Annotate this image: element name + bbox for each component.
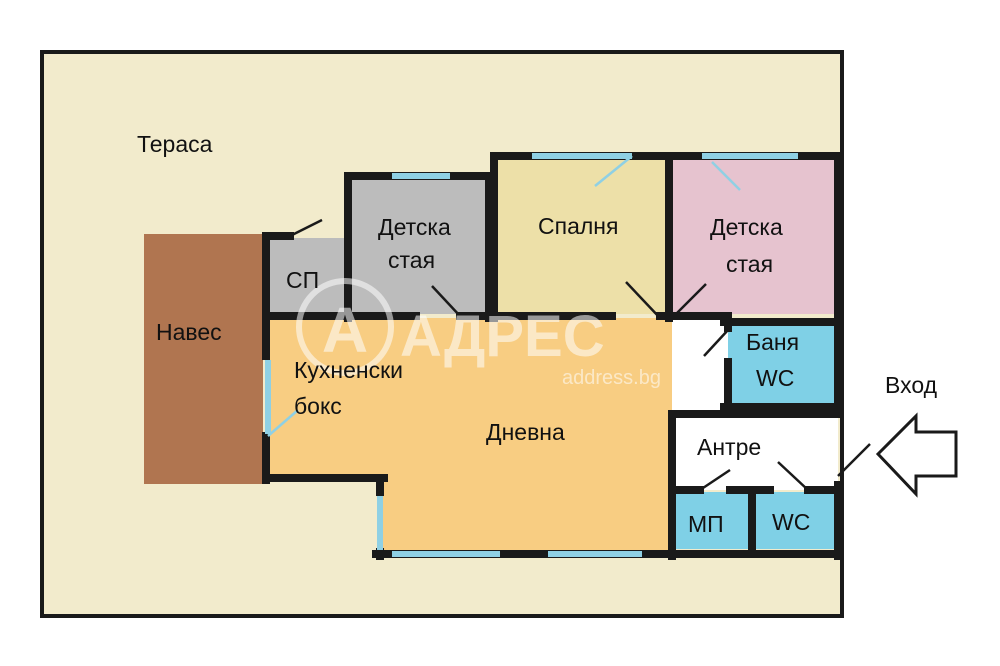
label-bedroom: Спалня (538, 213, 618, 239)
living-room (270, 318, 672, 552)
label-entrance: Вход (885, 372, 938, 398)
watermark-brand: АДРЕС (400, 304, 605, 369)
watermark-logo-letter: A (322, 294, 368, 366)
label-kids-room-2-line1: Детска (710, 214, 783, 240)
label-kitchen-line2: бокс (294, 393, 342, 419)
corridor (672, 314, 728, 414)
watermark-logo-icon (296, 278, 394, 376)
label-terrace: Тераса (137, 131, 213, 157)
bathroom (728, 325, 838, 405)
windows (265, 153, 798, 557)
hall-area (672, 414, 838, 490)
label-canopy: Навес (156, 319, 222, 345)
kids-room-2 (669, 157, 837, 314)
label-pantry: МП (688, 511, 724, 537)
label-storage: СП (286, 267, 319, 293)
canopy-area (144, 234, 263, 484)
label-wc: WC (772, 509, 810, 535)
label-kitchen-line1: Кухненски (294, 357, 403, 383)
watermark: A АДРЕС address.bg (296, 278, 661, 389)
label-bathroom-line1: Баня (746, 329, 799, 355)
door-swings (267, 155, 871, 492)
wc-room (756, 492, 838, 549)
pantry-room (676, 492, 750, 549)
arrow-left-outline-icon (875, 412, 958, 498)
label-kids-room-1-line1: Детска (378, 214, 451, 240)
label-living-room: Дневна (486, 419, 565, 445)
label-bathroom-line2: WC (756, 365, 794, 391)
label-kids-room-1-line2: стая (388, 247, 435, 273)
label-kids-room-2-line2: стая (726, 251, 773, 277)
bedroom (494, 157, 666, 314)
kids-room-1 (348, 176, 489, 314)
label-hall: Антре (697, 434, 761, 460)
watermark-site: address.bg (562, 367, 661, 389)
